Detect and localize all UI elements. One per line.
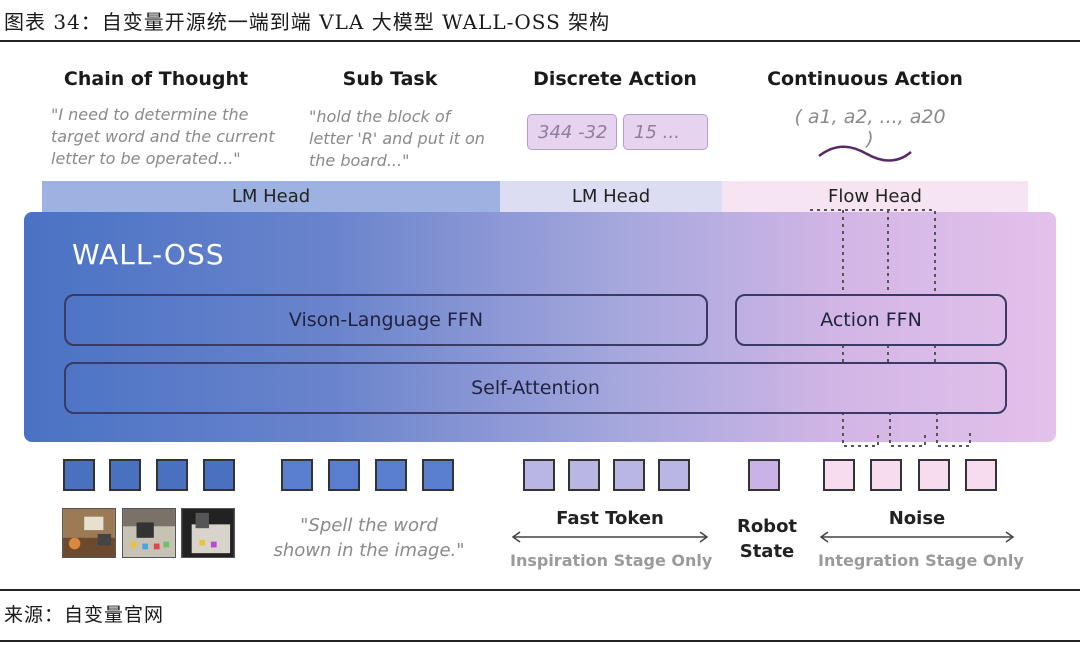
text-token [328, 459, 360, 491]
noise-label: Noise [818, 508, 1016, 529]
double-arrow-icon [510, 530, 710, 544]
fast-token-note: Inspiration Stage Only [510, 551, 712, 570]
fast-token-label: Fast Token [510, 508, 710, 529]
image-token [203, 459, 235, 491]
camera-image [62, 508, 116, 558]
image-token [109, 459, 141, 491]
noise-square [918, 459, 950, 491]
image-token [63, 459, 95, 491]
instruction-line: "Spell the word [262, 513, 476, 538]
noise-square [870, 459, 902, 491]
robot-state-line: Robot [725, 514, 809, 539]
camera-image [122, 508, 176, 558]
vision-language-ffn: Vison-Language FFN [64, 294, 708, 346]
action-ffn: Action FFN [735, 294, 1007, 346]
source-text: 来源：自变量官网 [4, 600, 164, 627]
text-token [281, 459, 313, 491]
fast-token-square [613, 459, 645, 491]
image-token [156, 459, 188, 491]
fast-token-square [523, 459, 555, 491]
text-token [375, 459, 407, 491]
text-token [422, 459, 454, 491]
instruction-line: shown in the image." [262, 538, 476, 563]
instruction-text: "Spell the word shown in the image." [262, 513, 476, 563]
footer-rule [0, 640, 1080, 642]
robot-state-line: State [725, 539, 809, 564]
noise-square [823, 459, 855, 491]
robot-state-label: Robot State [725, 514, 809, 564]
noise-square [965, 459, 997, 491]
double-arrow-icon [818, 530, 1016, 544]
robot-state-square [748, 459, 780, 491]
self-attention: Self-Attention [64, 362, 1007, 414]
fast-token-square [568, 459, 600, 491]
bottom-rule [0, 589, 1080, 591]
camera-image [181, 508, 235, 558]
fast-token-square [658, 459, 690, 491]
noise-note: Integration Stage Only [818, 551, 1024, 570]
